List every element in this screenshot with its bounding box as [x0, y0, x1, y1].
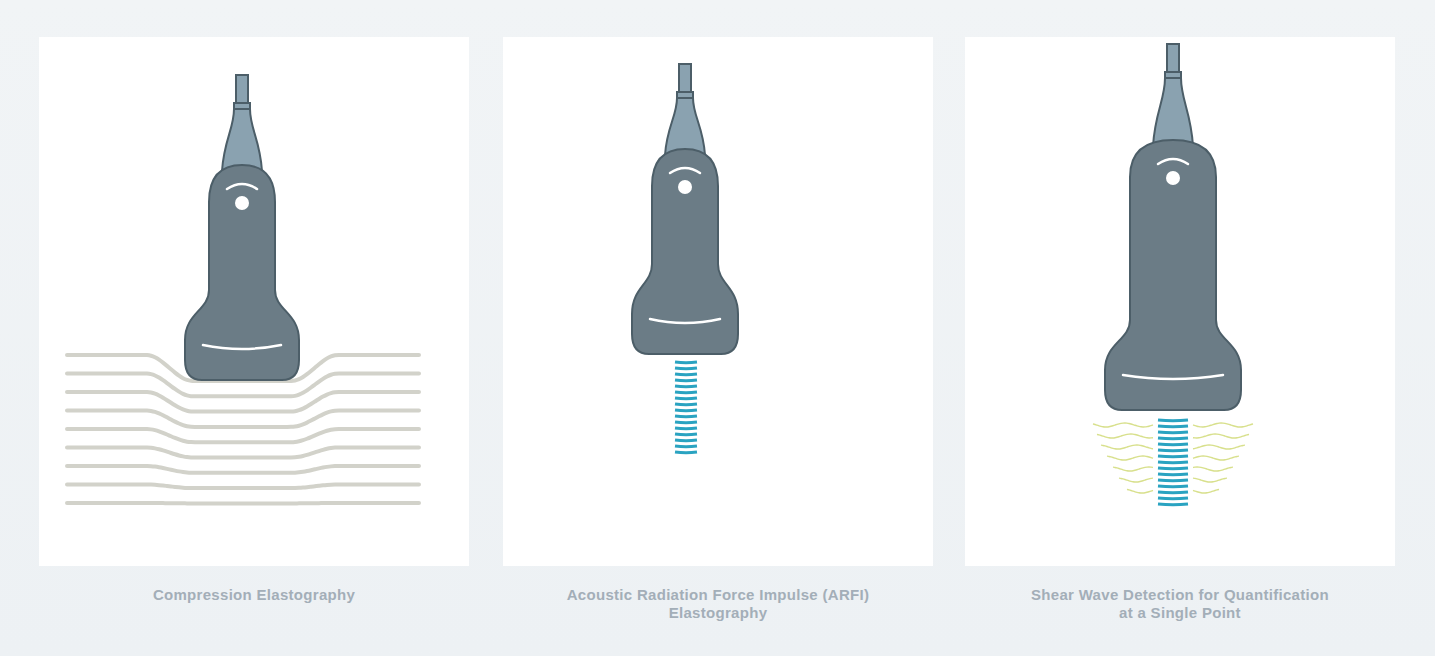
impulse-stripe: [1158, 485, 1188, 489]
probe-face-line: [650, 319, 720, 323]
shear-wave-line: [1101, 445, 1153, 449]
shear-wave-line: [1193, 423, 1253, 427]
impulse-stripe: [1158, 419, 1188, 423]
impulse-stripe: [675, 367, 697, 371]
impulse-stripe: [675, 421, 697, 425]
probe-cable: [679, 64, 691, 92]
probe-body: [1105, 140, 1241, 410]
probe-face-line: [203, 345, 281, 349]
shear-wave-line: [1193, 445, 1245, 449]
impulse-stripe: [675, 427, 697, 431]
impulse-stripe: [675, 385, 697, 389]
probe-neck: [1153, 78, 1193, 146]
shear-wave-line: [1097, 434, 1153, 438]
tissue-line: [67, 429, 419, 442]
panel-background: [503, 37, 933, 566]
impulse-stripe: [675, 379, 697, 383]
impulse-stripe: [1158, 473, 1188, 477]
shear-wave-line: [1127, 489, 1153, 493]
probe-body: [632, 149, 738, 354]
tissue-line: [67, 466, 419, 473]
probe-body: [185, 165, 299, 380]
impulse-stripe: [1158, 425, 1188, 429]
tissue-line: [67, 448, 419, 458]
probe-dot: [235, 196, 249, 210]
tissue-line: [67, 411, 419, 427]
impulse-stripe: [675, 433, 697, 437]
figure-panel: Shear Wave Detection for Quantification …: [965, 37, 1395, 637]
acoustic-impulse: [675, 362, 697, 453]
impulse-stripe: [675, 445, 697, 449]
probe-arc: [670, 168, 700, 173]
tissue-line: [67, 485, 419, 489]
panel-caption: Compression Elastography: [99, 586, 409, 604]
impulse-stripe: [1158, 461, 1188, 465]
impulse-stripe: [675, 361, 697, 365]
impulse-stripe: [675, 397, 697, 401]
impulse-stripe: [1158, 437, 1188, 441]
probe-dot: [1166, 171, 1180, 185]
shear-wave-line: [1193, 478, 1227, 482]
figure-panel: Acoustic Radiation Force Impulse (ARFI) …: [503, 37, 933, 637]
shear-wave-line: [1193, 456, 1239, 460]
probe-cable: [1167, 44, 1179, 72]
panel-background: [965, 37, 1395, 566]
probe-face-line: [1123, 375, 1223, 379]
impulse-stripe: [1158, 443, 1188, 447]
probe-neck: [665, 98, 705, 155]
shear-waves: [1093, 423, 1253, 493]
impulse-stripe: [1158, 449, 1188, 453]
panel-caption: Shear Wave Detection for Quantification …: [1025, 586, 1335, 622]
impulse-stripe: [1158, 503, 1188, 507]
ultrasound-probe: [632, 64, 738, 354]
probe-neck: [222, 109, 262, 171]
shear-wave-line: [1119, 478, 1153, 482]
shear-wave-line: [1093, 423, 1153, 427]
impulse-stripe: [1158, 467, 1188, 471]
impulse-stripe: [675, 415, 697, 419]
panel-background: [39, 37, 469, 566]
shear-wave-line: [1193, 467, 1233, 471]
shear-wave-line: [1193, 489, 1219, 493]
figure-panel: Compression Elastography: [39, 37, 469, 637]
impulse-stripe: [675, 439, 697, 443]
tissue-line: [67, 501, 419, 505]
ultrasound-probe: [185, 75, 299, 380]
impulse-stripe: [675, 451, 697, 455]
probe-arc: [1158, 159, 1188, 164]
impulse-stripe: [1158, 491, 1188, 495]
impulse-stripe: [1158, 479, 1188, 483]
impulse-stripe: [1158, 431, 1188, 435]
ultrasound-probe: [1105, 44, 1241, 410]
shear-wave-line: [1113, 467, 1153, 471]
probe-cable: [236, 75, 248, 103]
shear-wave-line: [1107, 456, 1153, 460]
panel-caption: Acoustic Radiation Force Impulse (ARFI) …: [563, 586, 873, 622]
impulse-stripe: [675, 373, 697, 377]
impulse-stripe: [1158, 455, 1188, 459]
impulse-stripe: [1158, 497, 1188, 501]
shear-wave-line: [1193, 434, 1249, 438]
acoustic-impulse: [1158, 420, 1188, 505]
probe-dot: [678, 180, 692, 194]
impulse-stripe: [675, 409, 697, 413]
impulse-stripe: [675, 403, 697, 407]
probe-arc: [227, 184, 257, 189]
impulse-stripe: [675, 391, 697, 395]
